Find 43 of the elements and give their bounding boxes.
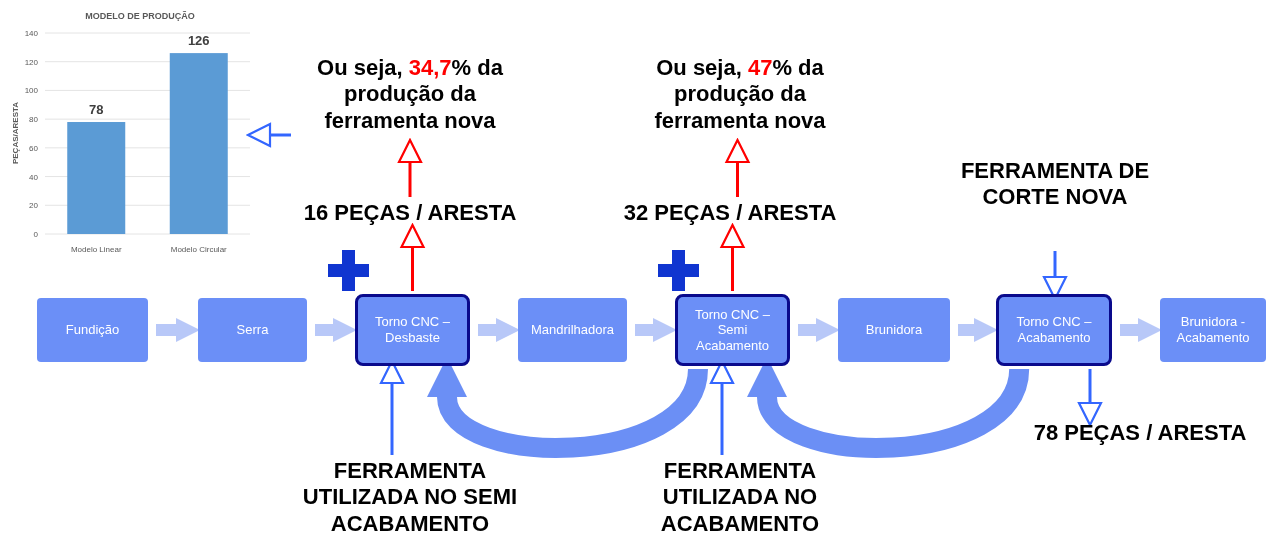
callout-text: Ou seja, 47% da produção da ferramenta nova xyxy=(625,55,855,145)
arrow xyxy=(798,318,840,342)
arrow xyxy=(156,318,200,342)
callout-text: 16 PEÇAS / ARESTA xyxy=(290,200,530,230)
arrow xyxy=(725,138,750,197)
process-box: Torno CNC – Desbaste xyxy=(355,294,470,366)
tick-label: 120 xyxy=(24,57,38,67)
tick-label: 40 xyxy=(29,172,38,182)
arrow xyxy=(397,138,423,197)
callout-text: FERRAMENTA UTILIZADA NO SEMI ACABAMENTO xyxy=(295,458,525,542)
value-label: 126 xyxy=(187,33,210,49)
callout-text: 78 PEÇAS / ARESTA xyxy=(1020,420,1260,452)
category-label: Modelo Linear xyxy=(70,245,122,254)
axis-label: PEÇAS/ARESTA xyxy=(11,101,20,165)
tick-label: 140 xyxy=(24,29,38,38)
arrow xyxy=(246,122,291,148)
tick-label: 0 xyxy=(33,230,38,239)
process-box: Torno CNC – Semi Acabamento xyxy=(675,294,790,366)
value-label: 78 xyxy=(89,102,104,117)
process-box: Fundição xyxy=(37,298,148,362)
chart-title: MODELO DE PRODUÇÃO xyxy=(85,11,195,21)
process-box: Serra xyxy=(198,298,307,362)
process-box: Mandrilhadora xyxy=(518,298,627,362)
arrow xyxy=(315,318,357,342)
callout-text: FERRAMENTA UTILIZADA NO ACABAMENTO xyxy=(615,458,865,542)
process-box: Torno CNC – Acabamento xyxy=(996,294,1112,366)
arrow xyxy=(958,318,998,342)
callout-text: Ou seja, 34,7% da produção da ferramenta nova xyxy=(295,55,525,145)
arrow xyxy=(1077,369,1103,427)
arrow xyxy=(478,318,520,342)
arrow xyxy=(1120,318,1162,342)
tick-label: 60 xyxy=(29,143,38,153)
category-label: Modelo Circular xyxy=(170,245,227,254)
tick-label: 80 xyxy=(29,115,38,125)
tick-label: 100 xyxy=(24,86,38,96)
process-box: Brunidora xyxy=(838,298,950,362)
arrow xyxy=(400,223,425,291)
arrow xyxy=(720,223,745,291)
arrow xyxy=(635,318,677,342)
callout-text: FERRAMENTA DE CORTE NOVA xyxy=(955,158,1155,248)
callout-text: 32 PEÇAS / ARESTA xyxy=(610,200,850,230)
tick-label: 20 xyxy=(29,201,38,211)
process-box: Brunidora - Acabamento xyxy=(1160,298,1266,362)
